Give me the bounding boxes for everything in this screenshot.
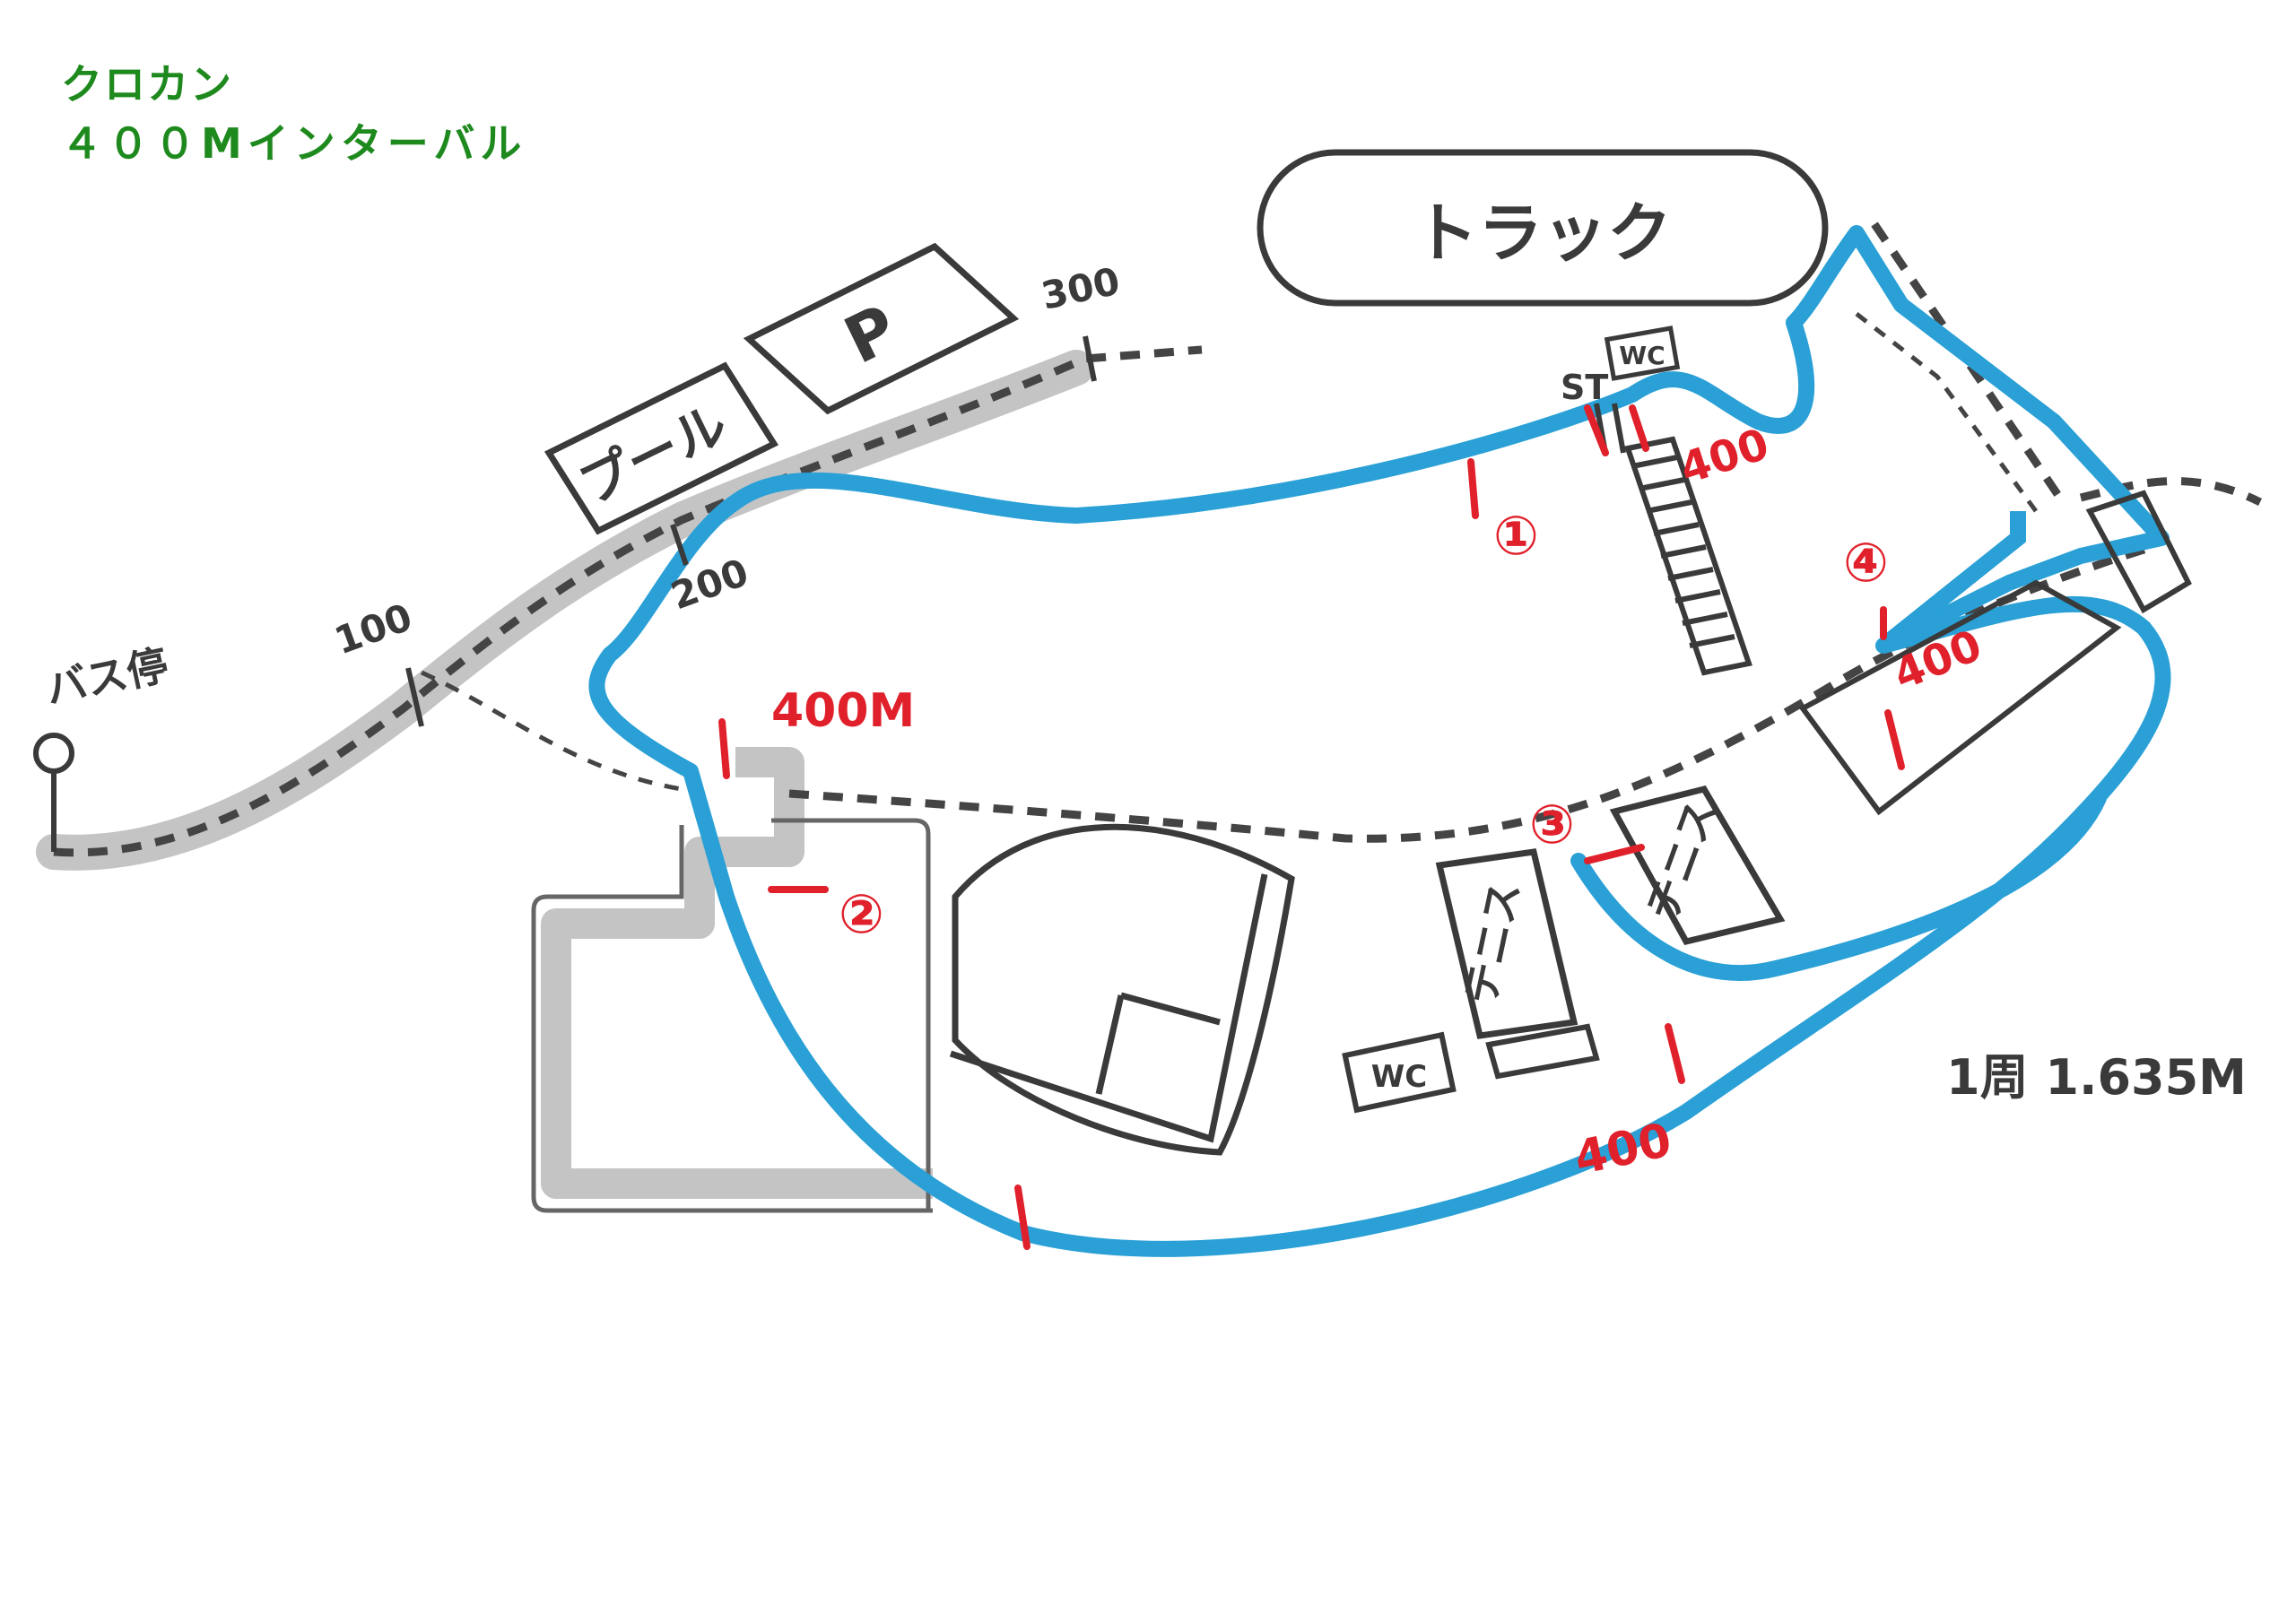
interval-label-bottom: 400 bbox=[1570, 1113, 1676, 1185]
gray-loop-outline bbox=[531, 818, 933, 1213]
title-line-2: ４００Mインターバル bbox=[61, 119, 527, 168]
track-label: トラック bbox=[1413, 195, 1672, 271]
parking: P bbox=[743, 242, 1020, 415]
checkpoint-3: ③ bbox=[1529, 794, 1575, 856]
approach-dash bbox=[53, 345, 1203, 857]
baseball-field bbox=[949, 823, 1295, 1156]
start-label: ST bbox=[1561, 368, 1608, 407]
course-route bbox=[588, 225, 2171, 1257]
dashed-path-right bbox=[1855, 312, 2039, 513]
course-spur bbox=[1878, 511, 2026, 653]
interval-label-right-top: 400 bbox=[1674, 419, 1775, 494]
wc-bottom-label: WC bbox=[1371, 1059, 1427, 1095]
wc-top-label: WC bbox=[1619, 341, 1665, 370]
mark-300: 300 bbox=[1038, 259, 1124, 318]
lap-distance: 1周 1.635M bbox=[1946, 1049, 2247, 1106]
interval-marks bbox=[718, 404, 1905, 1250]
checkpoint-1: ① bbox=[1493, 505, 1539, 568]
mark-100: 100 bbox=[329, 595, 418, 663]
dashed-path-left bbox=[420, 670, 683, 792]
approach-path bbox=[36, 350, 1094, 871]
stairs bbox=[1624, 436, 1752, 676]
interval-label-main: 400M bbox=[771, 684, 915, 738]
track: トラック bbox=[1257, 149, 1829, 307]
right-building bbox=[1798, 490, 2192, 816]
bus-stop: バス停 bbox=[33, 640, 172, 852]
tennis-left: テニス bbox=[1435, 848, 1600, 1080]
wc-top: WC bbox=[1604, 325, 1681, 381]
dashed-path-top-right bbox=[1871, 221, 2263, 507]
checkpoint-4: ④ bbox=[1843, 532, 1889, 595]
title-line-1: クロカン bbox=[61, 60, 233, 108]
wc-bottom: WC bbox=[1342, 1031, 1457, 1114]
checkpoint-2: ② bbox=[839, 883, 884, 946]
tennis-right: テニス bbox=[1609, 785, 1786, 946]
bus-stop-label: バス停 bbox=[41, 640, 172, 714]
gray-loop bbox=[541, 747, 933, 1199]
